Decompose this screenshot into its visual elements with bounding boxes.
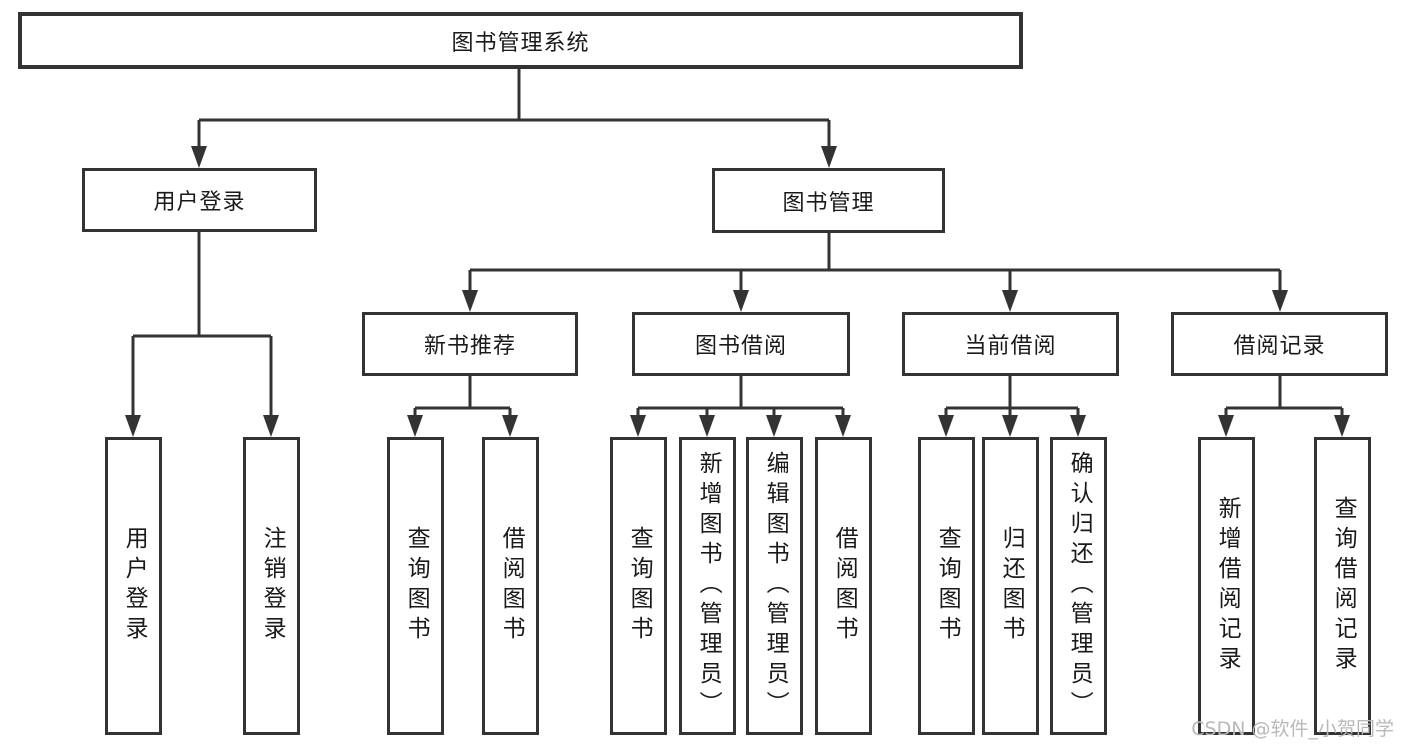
node-label: 借阅记录 (1233, 334, 1326, 359)
node-label: 图书借阅 (694, 334, 787, 359)
node-label: 归还图书 (998, 526, 1025, 646)
node-label: 新书推荐 (423, 334, 516, 359)
node-label: 查询图书 (934, 526, 961, 646)
node-label: 查询图书 (626, 526, 653, 646)
leaf-edit-books-admin: 编辑图书（管理员） (746, 437, 803, 735)
node-label: 用户登录 (121, 526, 148, 646)
node-label: 用户登录 (153, 190, 246, 215)
node-label: 当前借阅 (964, 334, 1057, 359)
csdn-watermark: CSDN @软件_小贺同学 (1191, 718, 1394, 740)
node-label: 新增图书（管理员） (695, 451, 722, 721)
node-label: 图书管理系统 (451, 30, 590, 56)
node-current-borrow: 当前借阅 (902, 312, 1119, 376)
node-label: 借阅图书 (498, 526, 525, 646)
leaf-add-borrow-record: 新增借阅记录 (1198, 437, 1255, 735)
leaf-query-books-current: 查询图书 (918, 437, 975, 735)
node-new-book-recommend: 新书推荐 (362, 312, 578, 376)
leaf-query-books-recommend: 查询图书 (387, 437, 444, 735)
node-label: 查询借阅记录 (1330, 496, 1357, 676)
leaf-return-books: 归还图书 (982, 437, 1039, 735)
leaf-confirm-return-admin: 确认归还（管理员） (1050, 437, 1107, 735)
leaf-query-books-borrow: 查询图书 (610, 437, 667, 735)
leaf-borrow-books-recommend: 借阅图书 (482, 437, 539, 735)
node-library-management-system: 图书管理系统 (18, 12, 1023, 69)
node-book-management: 图书管理 (712, 168, 945, 233)
node-label: 确认归还（管理员） (1066, 451, 1093, 721)
node-label: 注销登录 (259, 526, 286, 646)
node-label: 查询图书 (403, 526, 430, 646)
node-borrow-records: 借阅记录 (1171, 312, 1388, 376)
node-label: 新增借阅记录 (1214, 496, 1241, 676)
leaf-logout: 注销登录 (243, 437, 300, 735)
leaf-borrow-books: 借阅图书 (815, 437, 872, 735)
node-book-borrow: 图书借阅 (632, 312, 850, 376)
leaf-add-books-admin: 新增图书（管理员） (679, 437, 736, 735)
node-user-login: 用户登录 (82, 168, 317, 232)
node-label: 图书管理 (782, 190, 875, 216)
node-label: 编辑图书（管理员） (762, 451, 789, 721)
leaf-query-borrow-record: 查询借阅记录 (1314, 437, 1371, 735)
leaf-user-login: 用户登录 (105, 437, 162, 735)
arrowhead-icons (125, 146, 1350, 437)
node-label: 借阅图书 (831, 526, 858, 646)
